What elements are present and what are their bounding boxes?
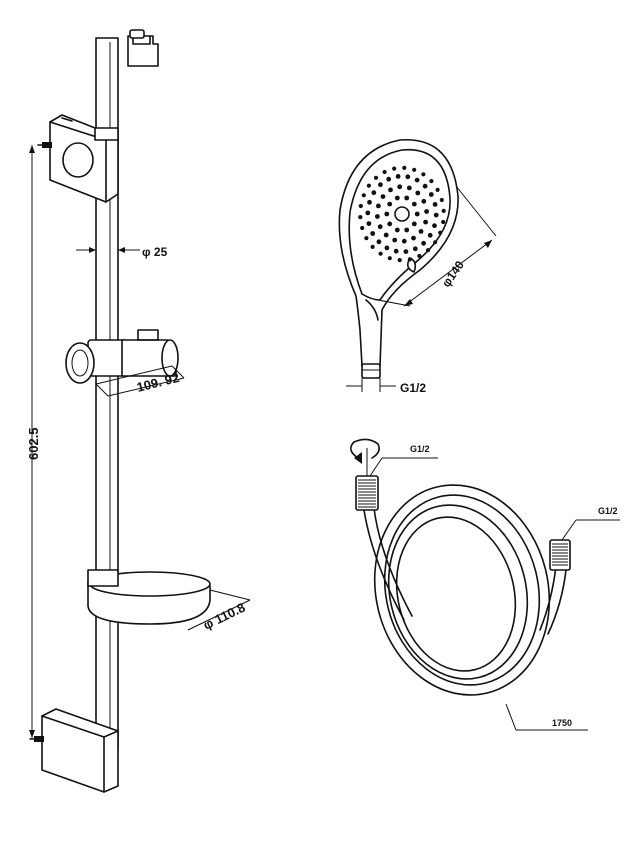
top-holder-clip — [127, 29, 159, 67]
slide-rail-assembly — [29, 29, 211, 793]
top-wall-bracket — [49, 114, 119, 203]
shower-hose — [363, 484, 567, 696]
screw-top — [37, 142, 52, 148]
overall-height-label: 602.5 — [26, 427, 41, 460]
bottom-wall-bracket — [41, 708, 119, 793]
hand-shower-head — [338, 139, 459, 379]
soap-dish — [87, 569, 211, 625]
head-thread-label: G1/2 — [400, 381, 426, 395]
dimension-lines-rail — [29, 145, 251, 738]
slider-holder — [65, 329, 179, 384]
rotation-arrow-icon — [350, 438, 380, 476]
hose-fitting-right — [549, 539, 571, 571]
hose-thread-left-label: G1/2 — [410, 444, 430, 454]
dimension-lines-head — [346, 185, 497, 392]
dimension-lines-hose — [369, 457, 620, 731]
rail-diameter-label: φ 25 — [142, 245, 168, 259]
hose-thread-right-label: G1/2 — [598, 506, 618, 516]
hose-length-label: 1750 — [552, 718, 572, 728]
hose-fitting-left — [355, 475, 379, 511]
head-diameter-label: φ140 — [439, 258, 467, 290]
screw-bottom — [29, 736, 44, 742]
spray-nozzles — [358, 165, 446, 263]
